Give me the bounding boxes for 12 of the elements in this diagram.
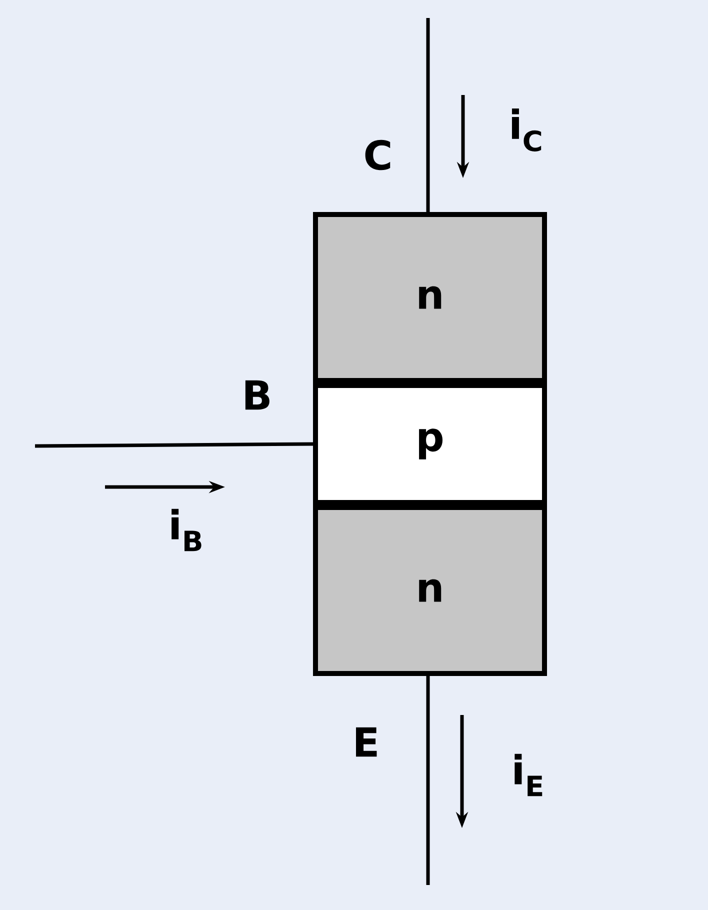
lead-wire: [426, 676, 430, 885]
current-label: i$_{E}$: [514, 754, 542, 796]
layer-box: n: [313, 505, 547, 676]
terminal-label: E: [356, 727, 377, 757]
lead-wire: [426, 18, 430, 212]
layer-box: n: [313, 212, 547, 383]
lead-wire: [34, 442, 314, 448]
terminal-label: C: [365, 140, 390, 170]
current-label: i$_{C}$: [512, 108, 542, 152]
current-label: i$_{B}$: [172, 508, 202, 552]
terminal-label: B: [245, 380, 270, 410]
layer-box: p: [313, 383, 547, 505]
